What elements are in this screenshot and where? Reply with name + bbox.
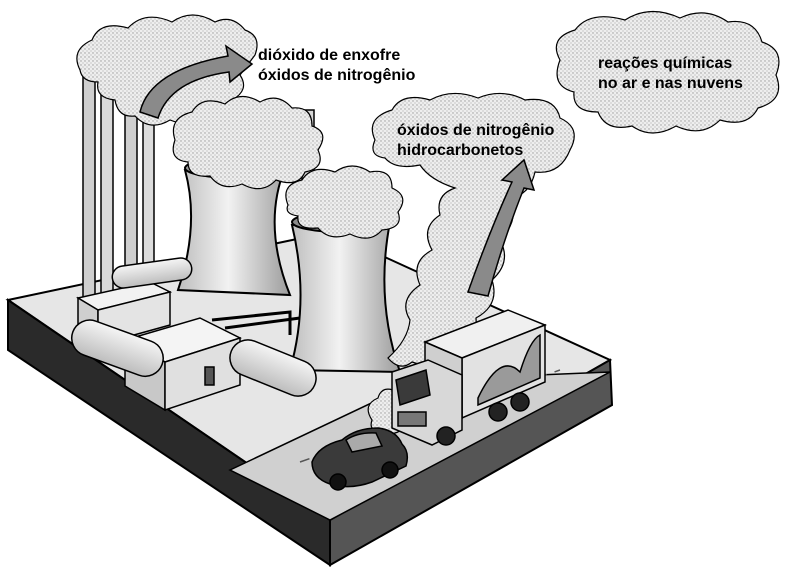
cooling-tower-front [288,220,402,374]
truck-wheel [436,426,456,446]
smokestack [82,59,96,306]
label-vehicle-pollutants-line2: hidrocarbonetos [397,142,524,159]
smokestack [100,64,114,306]
cooling-tower-back [176,166,292,297]
truck-wheel [488,402,508,422]
truck [391,309,548,446]
label-top-pollutants-line1: dióxido de enxofre [258,47,401,64]
label-cloud-reactions-line1: reações químicas [598,55,733,72]
car-window [345,432,384,453]
truck-windshield [395,369,431,406]
building-door [204,366,215,386]
truck-box-graphic [477,333,541,407]
truck-wheel [510,392,530,412]
tank [111,257,193,289]
car [311,427,409,491]
label-top-pollutants-line2: óxidos de nitrogênio [258,67,416,84]
car-wheel [381,461,399,479]
arrow-vehicle-to-air [467,158,536,297]
plant-buildings [70,257,317,412]
tank [70,319,164,378]
tank [229,339,317,397]
pollutant-arrows [139,44,536,297]
car-wheel [329,473,347,491]
truck-grille [397,411,427,427]
label-cloud-reactions-line2: no ar e nas nuvens [598,75,743,92]
pipe [211,310,292,335]
smoke-cloud-towers [172,95,324,190]
smoke-cloud-front-tower [285,165,404,239]
smoke-cloud-stacks [76,14,258,126]
label-vehicle-pollutants-line1: óxidos de nitrogênio [397,122,555,139]
building-front-side [164,336,241,412]
smoke-cloud-reactions [555,10,780,134]
arrow-stack-to-air [139,44,254,119]
pipe [224,316,301,330]
